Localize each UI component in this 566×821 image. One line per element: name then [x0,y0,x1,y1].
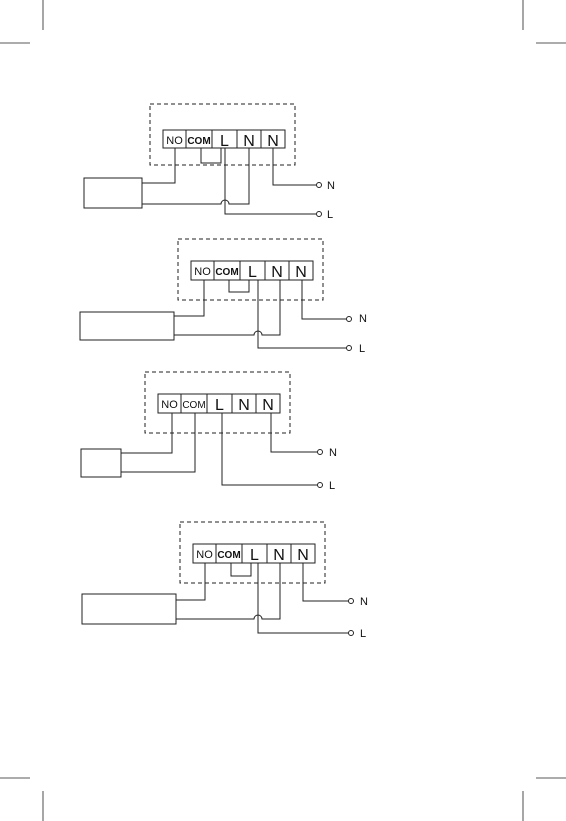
terminal-l-label: L [248,264,257,281]
load-box [81,449,121,477]
wire-load-to-n [176,563,280,619]
supply-n-terminal [349,599,354,604]
terminal-n1-label: N [238,397,250,414]
supply-l-terminal [317,212,322,217]
supply-n-label: N [329,447,337,459]
supply-l-terminal [349,631,354,636]
wire-load-to-n [142,148,249,204]
diagram-1: NO COM L N N N L [84,104,335,221]
terminal-block: NO COM L N N [163,130,285,150]
terminal-block: NO COM L N N [158,394,280,414]
wire-l-supply [222,413,317,485]
supply-n-terminal [318,450,323,455]
terminal-n2-label: N [297,547,309,564]
com-l-bridge [231,563,251,576]
com-l-bridge [201,148,221,163]
supply-l-terminal [347,346,352,351]
terminal-no-label: NO [194,266,211,278]
terminal-no-label: NO [196,549,213,561]
terminal-n1-label: N [271,264,283,281]
terminal-l-label: L [220,133,229,150]
terminal-n2-label: N [295,264,307,281]
diagram-3: NO COM L N N N L [81,372,337,492]
terminal-n1-label: N [273,547,285,564]
load-box [80,312,174,340]
terminal-l-label: L [250,547,259,564]
com-l-bridge [229,280,249,292]
terminal-no-label: NO [161,399,178,411]
supply-l-terminal [318,483,323,488]
diagram-4: NO COM L N N N L [82,522,368,640]
terminal-n2-label: N [262,397,274,414]
load-box [84,178,142,208]
wire-com-to-load [121,413,195,472]
terminal-com-label: COM [215,267,238,278]
supply-n-terminal [317,183,322,188]
terminal-l-label: L [215,397,224,414]
terminal-com-label: COM [217,550,240,561]
terminal-block: NO COM L N N [193,544,315,564]
supply-l-label: L [329,480,335,492]
supply-l-label: L [327,209,333,221]
terminal-n2-label: N [267,133,279,150]
terminal-com-label: COM [182,400,205,411]
supply-l-label: L [360,628,366,640]
wire-load-to-n [174,280,280,335]
terminal-block: NO COM L N N [191,261,313,281]
terminal-com-label: COM [187,136,210,147]
supply-n-terminal [347,317,352,322]
wire-n-supply [273,148,316,185]
supply-n-label: N [359,313,367,325]
terminal-no-label: NO [166,135,183,147]
terminal-n1-label: N [243,133,255,150]
supply-n-label: N [327,180,335,192]
supply-n-label: N [360,596,368,608]
diagram-2: NO COM L N N N L [80,239,367,355]
load-box [82,594,176,624]
supply-l-label: L [359,343,365,355]
